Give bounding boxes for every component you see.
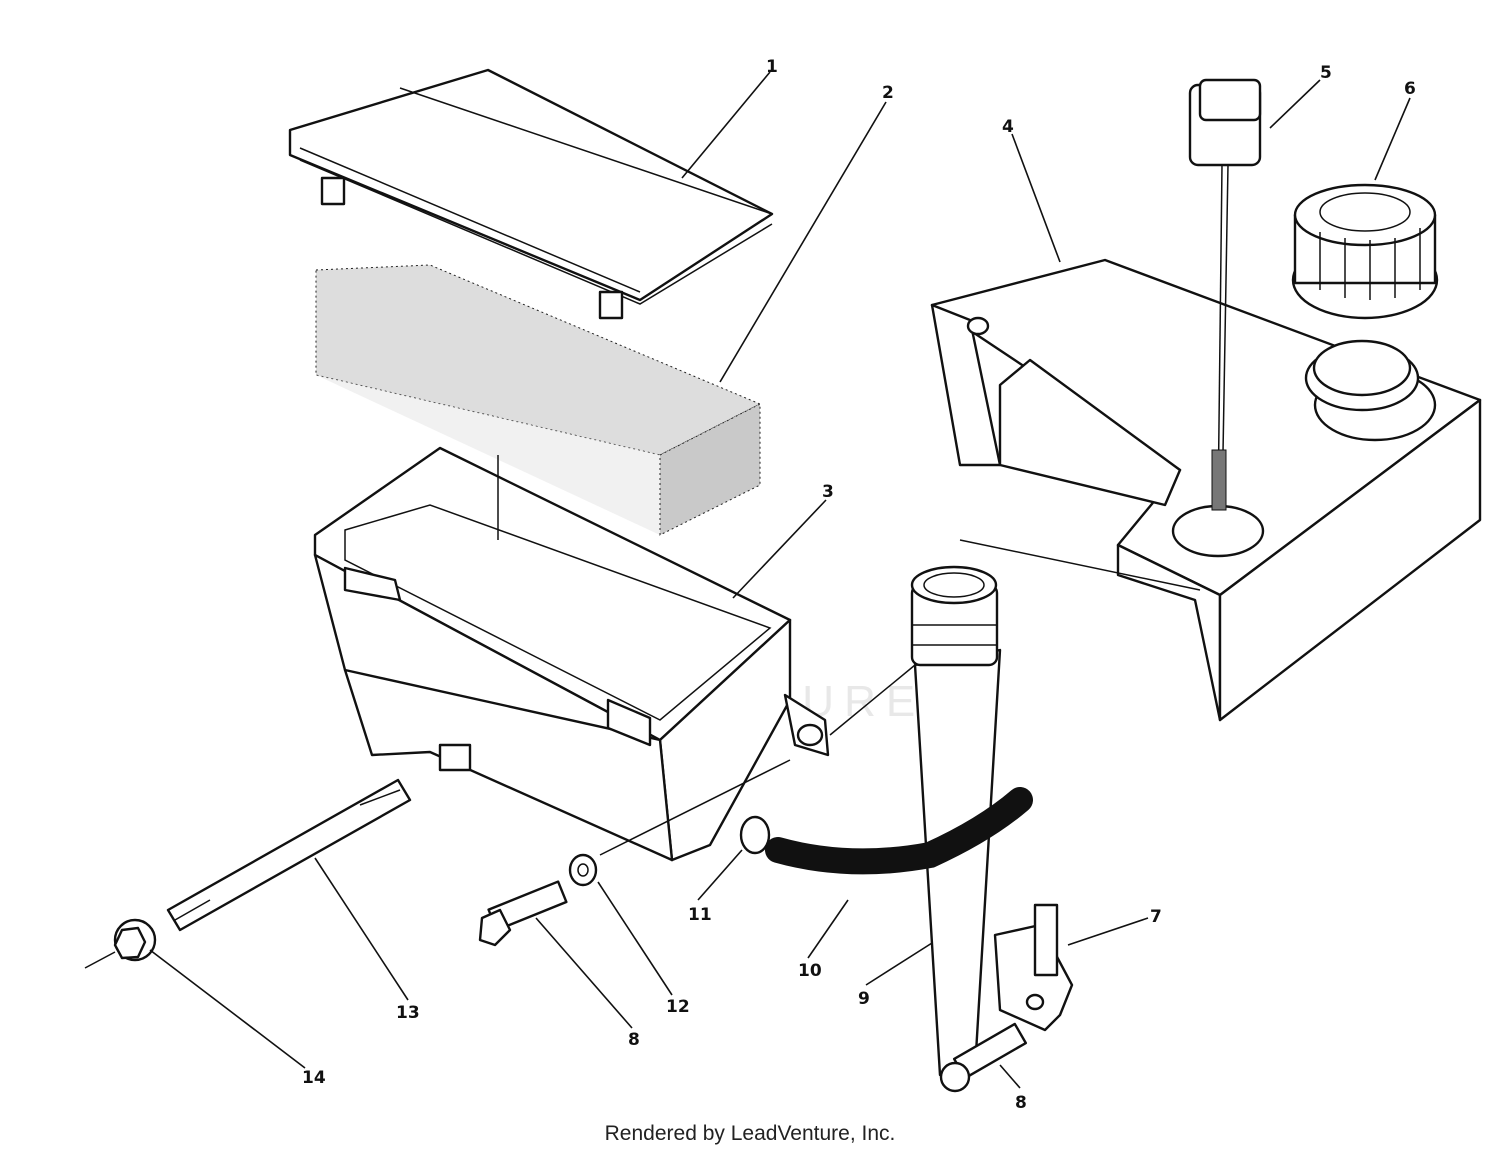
part-9-tube (910, 565, 1002, 1077)
callout-3: 3 (822, 482, 834, 502)
callout-8-left: 8 (628, 1030, 640, 1050)
callout-7: 7 (1150, 907, 1162, 927)
part-7-bracket (993, 903, 1074, 1032)
part-8-bolt-right (939, 1022, 1028, 1093)
part-6-fuel-cap (1291, 183, 1439, 320)
alignment-lines (84, 455, 1201, 969)
part-3-base (313, 446, 830, 862)
part-11-gasket (739, 815, 771, 855)
part-8-bolt-left (478, 880, 568, 947)
callout-1: 1 (766, 57, 778, 77)
callout-12: 12 (666, 997, 690, 1017)
callout-11: 11 (688, 905, 712, 925)
part-14-nut (113, 918, 157, 962)
callout-labels: 1 2 3 4 5 6 7 8 8 9 10 11 12 13 14 (302, 57, 1416, 1113)
callout-14: 14 (302, 1068, 326, 1088)
callout-5: 5 (1320, 63, 1332, 83)
part-10-hose (765, 787, 1033, 875)
callout-13: 13 (396, 1003, 420, 1023)
footer-credit: Rendered by LeadVenture, Inc. (604, 1122, 896, 1145)
callout-8-right: 8 (1015, 1093, 1027, 1113)
callout-6: 6 (1404, 79, 1416, 99)
leader-lines (149, 71, 1411, 1089)
part-4-fuel-tank (930, 258, 1482, 722)
part-13-threaded-rod (166, 778, 412, 932)
callout-9: 9 (858, 989, 870, 1009)
part-2-foam-filter (315, 264, 762, 536)
callout-10: 10 (798, 961, 822, 981)
callout-2: 2 (882, 83, 894, 103)
part-1-cover (288, 68, 774, 320)
part-5-dipstick (1188, 78, 1262, 511)
part-12-washer (568, 853, 598, 887)
callout-4: 4 (1002, 117, 1014, 137)
